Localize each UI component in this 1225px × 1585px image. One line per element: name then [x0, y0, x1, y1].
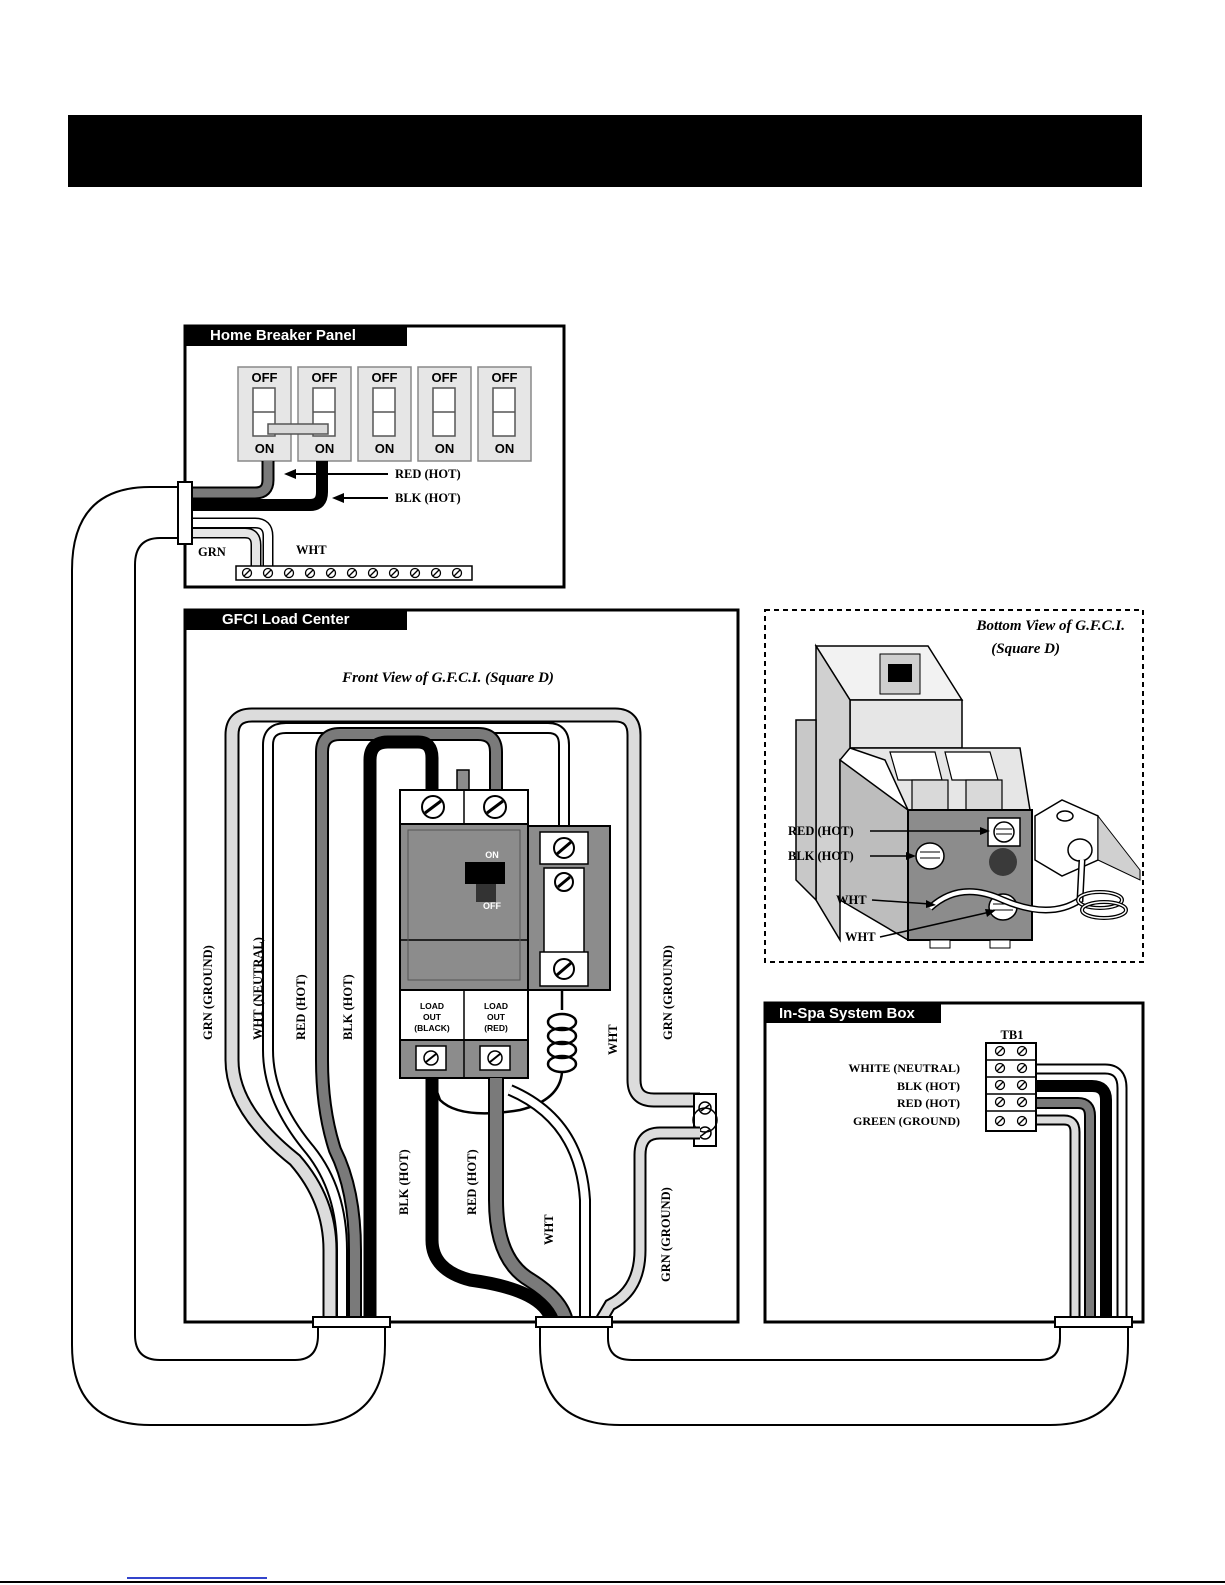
svg-text:OFF: OFF [312, 370, 338, 385]
svg-text:OUT: OUT [423, 1012, 442, 1022]
label-grn-ground-lower: GRN (GROUND) [659, 1187, 673, 1282]
bottom-label-red-hot: RED (HOT) [788, 824, 854, 838]
svg-text:ON: ON [375, 441, 395, 456]
bottom-view-title-1: Bottom View of G.F.C.I. [975, 618, 1125, 634]
gfci-black-load-wire [425, 1078, 559, 1324]
svg-text:(BLACK): (BLACK) [414, 1023, 450, 1033]
spa-label-red-hot: RED (HOT) [897, 1096, 960, 1110]
spa-white-wire [1036, 1065, 1126, 1322]
label-grn-ground: GRN (GROUND) [201, 945, 215, 1040]
red-hot-wire [185, 461, 273, 498]
label-blk-hot: BLK (HOT) [395, 491, 461, 505]
svg-text:OFF: OFF [252, 370, 278, 385]
conduit-fitting-gfci-right [535, 1316, 613, 1328]
footer-rule [0, 1581, 1225, 1583]
svg-text:LOAD: LOAD [420, 1001, 444, 1011]
svg-text:(RED): (RED) [484, 1023, 508, 1033]
conduit-right [539, 1322, 1129, 1426]
gfci-line-terminal-right [483, 795, 507, 819]
svg-text:LOAD: LOAD [484, 1001, 508, 1011]
gfci-title: GFCI Load Center [222, 611, 350, 628]
neutral-bus-bar [235, 565, 473, 581]
gfci-neutral-wire [264, 724, 568, 1322]
label-red-hot-lower: RED (HOT) [465, 1149, 479, 1215]
bottom-label-blk-hot: BLK (HOT) [788, 849, 854, 863]
gfci-red-load-wire [490, 1078, 572, 1324]
conduit-left [71, 486, 386, 1426]
label-grn: GRN [198, 545, 226, 559]
gfci-load-center: GFCI Load Center Front View of G.F.C.I. … [183, 608, 740, 1326]
svg-text:ON: ON [255, 441, 275, 456]
gfci-pigtail-coil [430, 990, 578, 1115]
svg-text:OFF: OFF [492, 370, 518, 385]
label-blk-hot-lower: BLK (HOT) [397, 1149, 411, 1215]
home-breaker-panel: Home Breaker Panel OFF ON OFF ON OFF ON … [177, 324, 566, 589]
label-red-hot-gfci: RED (HOT) [294, 974, 308, 1040]
breaker-switch-4[interactable]: OFF ON [417, 366, 472, 462]
svg-text:ON: ON [315, 441, 335, 456]
svg-text:OUT: OUT [487, 1012, 506, 1022]
label-wht-lower: WHT [542, 1214, 556, 1245]
svg-text:OFF: OFF [372, 370, 398, 385]
gfci-off-label: OFF [483, 901, 501, 911]
spa-box-title: In-Spa System Box [779, 1005, 916, 1022]
label-blk-hot-gfci: BLK (HOT) [341, 974, 355, 1040]
gfci-neutral-bar [527, 825, 611, 991]
gfci-on-label: ON [485, 850, 499, 860]
gfci-red-hot-wire [317, 729, 501, 1322]
label-wht-gfci: WHT [606, 1024, 620, 1055]
label-red-hot: RED (HOT) [395, 467, 461, 481]
gfci-line-terminal-left [421, 795, 445, 819]
breaker-tie-bar [267, 423, 329, 435]
svg-text:ON: ON [435, 441, 455, 456]
label-grn-ground-right: GRN (GROUND) [661, 945, 675, 1040]
spa-label-green-ground: GREEN (GROUND) [853, 1114, 960, 1128]
svg-text:ON: ON [495, 441, 515, 456]
header-bar [68, 115, 1142, 187]
bottom-view-title-2: (Square D) [991, 641, 1060, 657]
black-hot-wire [185, 461, 328, 511]
spa-black-wire [1036, 1080, 1112, 1322]
ground-wire [185, 529, 260, 568]
gfci-white-load-wire [508, 1086, 589, 1322]
label-wht: WHT [296, 543, 327, 557]
footer-link-underline[interactable] [127, 1577, 267, 1579]
breaker-switch-3[interactable]: OFF ON [357, 366, 412, 462]
in-spa-system-box: In-Spa System Box TB1 [763, 1001, 1145, 1324]
white-neutral-wire [185, 519, 272, 568]
spa-red-wire [1036, 1099, 1094, 1322]
spa-green-wire [1036, 1116, 1079, 1322]
home-breaker-panel-title: Home Breaker Panel [210, 327, 356, 344]
bottom-label-wht: WHT [836, 893, 867, 907]
conduit-fitting-gfci-left [312, 1316, 391, 1328]
tb1-label: TB1 [1001, 1028, 1024, 1042]
label-wht-neutral: WHT (NEUTRAL) [251, 937, 265, 1040]
breaker-switch-2[interactable]: OFF ON [297, 366, 352, 462]
gfci-breaker: ON OFF LOAD OUT (BLACK) LOAD OUT (RED) [399, 769, 529, 1079]
spa-label-white-neutral: WHITE (NEUTRAL) [848, 1061, 960, 1075]
bottom-view-panel: Bottom View of G.F.C.I. (Square D) [764, 609, 1144, 963]
gfci-black-hot-wire [363, 735, 439, 1322]
bottom-label-wht-lower: WHT [845, 930, 876, 944]
breaker-switch-5[interactable]: OFF ON [477, 366, 532, 462]
conduit-fitting [177, 481, 193, 545]
gfci-subtitle: Front View of G.F.C.I. (Square D) [341, 670, 554, 686]
conduit-fitting-spa [1054, 1316, 1133, 1328]
gfci-ground-wire [226, 709, 700, 1322]
tb1-terminal-block [985, 1042, 1037, 1132]
spa-label-blk-hot: BLK (HOT) [897, 1079, 960, 1093]
svg-text:OFF: OFF [432, 370, 458, 385]
breaker-switch-1[interactable]: OFF ON [237, 366, 292, 462]
